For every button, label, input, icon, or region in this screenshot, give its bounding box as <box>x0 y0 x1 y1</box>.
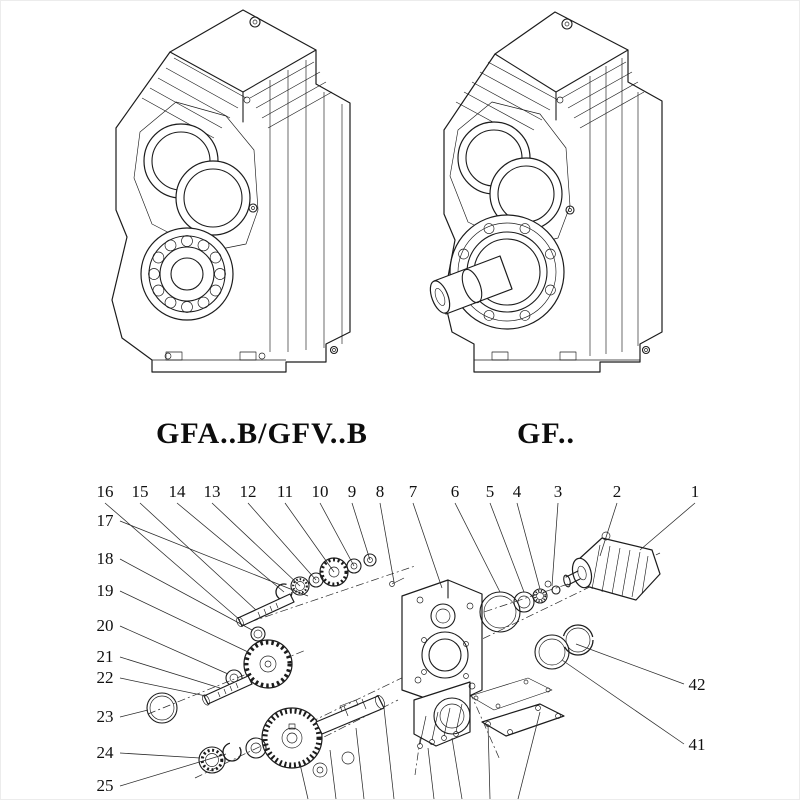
callout-19: 19 <box>97 581 114 600</box>
callout-10: 10 <box>312 482 329 501</box>
bolt <box>544 580 552 588</box>
intermediate-gear <box>243 639 293 689</box>
output-ball-bearing <box>198 746 226 774</box>
bolt <box>551 585 561 595</box>
callout-5: 5 <box>486 482 495 501</box>
callout-12: 12 <box>240 482 257 501</box>
large-seal-ring <box>146 692 178 724</box>
mounting-feet <box>152 351 286 361</box>
side-ribs <box>269 60 343 352</box>
drawing-gfab-gfvb <box>111 9 351 373</box>
output-shaft <box>429 255 513 315</box>
output-gear-cluster <box>198 695 385 778</box>
pin <box>389 581 395 587</box>
gasket <box>469 677 553 711</box>
eyebolt <box>601 531 611 541</box>
callouts-left-column: 17 18 19 20 21 22 23 24 25 <box>97 511 115 795</box>
model-label-right: GF.. <box>517 417 575 450</box>
callout-6: 6 <box>451 482 460 501</box>
callout-22: 22 <box>97 668 114 687</box>
screw-holes <box>164 96 339 360</box>
bore-boss <box>449 101 571 249</box>
callout-3: 3 <box>554 482 563 501</box>
callout-25: 25 <box>97 776 114 795</box>
drawing-gf <box>429 11 663 373</box>
seal-ring <box>250 626 266 642</box>
bore-boss <box>133 101 259 253</box>
pinion-shaft <box>236 593 295 628</box>
intermediate-gear-cluster <box>146 639 293 724</box>
callout-8: 8 <box>376 482 385 501</box>
side-ribs <box>589 58 639 356</box>
spline-shaft <box>202 675 253 706</box>
washer <box>245 737 267 759</box>
gear-housing <box>401 579 483 749</box>
output-gear <box>261 707 323 769</box>
callout-24: 24 <box>97 743 115 762</box>
callout-41: 41 <box>689 735 706 754</box>
mounting-feet <box>474 351 640 361</box>
washer <box>363 553 377 567</box>
callout-4: 4 <box>513 482 522 501</box>
washer <box>308 572 324 588</box>
callout-1: 1 <box>691 482 700 501</box>
input-side-parts <box>479 580 561 633</box>
callout-17: 17 <box>97 511 115 530</box>
upper-shaft-parts <box>236 553 405 642</box>
callout-9: 9 <box>348 482 357 501</box>
callout-13: 13 <box>204 482 221 501</box>
studs <box>417 703 463 749</box>
callout-2: 2 <box>613 482 622 501</box>
exploded-view: 16 15 14 13 12 11 10 9 8 7 6 5 4 3 2 1 1… <box>97 482 706 800</box>
cover-plate <box>481 703 565 737</box>
motor-fins <box>591 544 649 598</box>
callout-16: 16 <box>97 482 114 501</box>
callout-23: 23 <box>97 707 114 726</box>
callout-7: 7 <box>409 482 418 501</box>
callout-18: 18 <box>97 549 114 568</box>
input-bearing <box>532 588 548 604</box>
output-bearing <box>140 227 234 321</box>
callouts-right-column: 42 41 <box>689 675 706 754</box>
leader-lines-top <box>104 502 696 621</box>
shaft-key <box>339 699 359 712</box>
housing-bolt-holes <box>414 596 476 690</box>
input-bores <box>457 121 563 231</box>
callout-42: 42 <box>689 675 706 694</box>
cooling-fins-left <box>141 57 247 139</box>
screw-holes <box>556 96 651 355</box>
oil-plug <box>249 16 261 28</box>
callout-21: 21 <box>97 647 114 666</box>
retaining-rings <box>534 624 594 670</box>
spacer <box>341 751 355 765</box>
callout-15: 15 <box>132 482 149 501</box>
callout-14: 14 <box>169 482 187 501</box>
leader-lines-bottom <box>299 707 541 800</box>
oil-plug <box>561 18 573 30</box>
washer <box>312 762 328 778</box>
callout-20: 20 <box>97 616 114 635</box>
callout-11: 11 <box>277 482 293 501</box>
keyway <box>288 723 296 730</box>
input-bores <box>143 123 251 236</box>
model-label-left: GFA..B/GFV..B <box>156 417 368 450</box>
motor-shaft-stub <box>563 574 571 588</box>
leader-lines-left <box>119 520 309 787</box>
snap-ring <box>222 742 242 762</box>
input-motor-unit <box>563 531 661 601</box>
cooling-fins-right <box>249 61 333 129</box>
flange-gasket <box>479 591 521 633</box>
leader-lines-right <box>561 643 685 745</box>
callouts-top-row: 16 15 14 13 12 11 10 9 8 7 6 5 4 3 2 1 <box>97 482 700 501</box>
